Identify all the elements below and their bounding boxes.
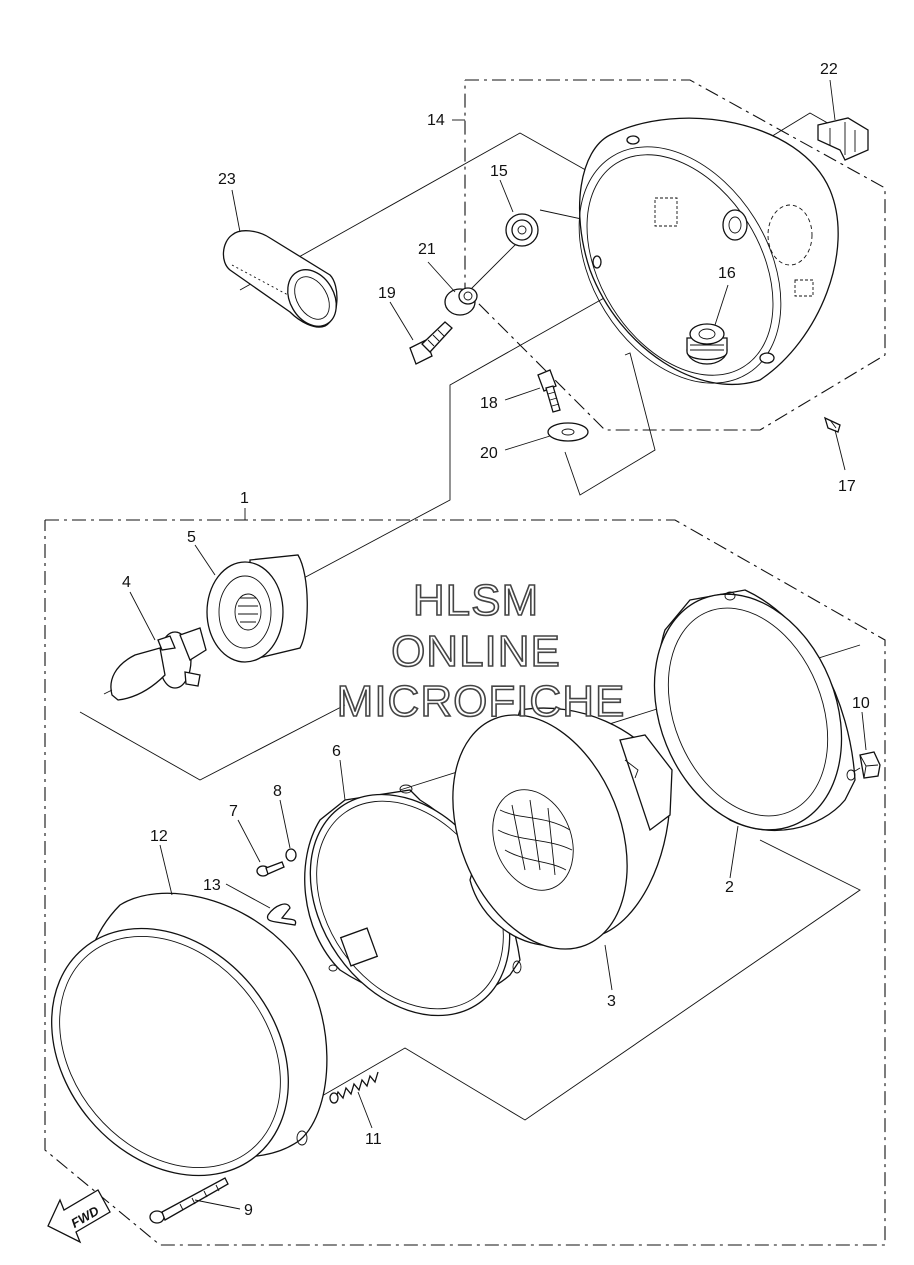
- watermark: HLSM ONLINE MICROFICHE: [336, 575, 626, 727]
- callout-leaders: [129, 79, 867, 1210]
- callout-1: 1: [240, 490, 249, 507]
- screw-17: [823, 416, 841, 433]
- callout-6: 6: [332, 743, 341, 760]
- callout-9: 9: [244, 1202, 253, 1219]
- fwd-arrow-icon: FWD: [47, 1189, 111, 1244]
- leader-line-5: [299, 257, 676, 581]
- headlight-housing: [578, 117, 839, 385]
- callout-18: 18: [480, 395, 498, 412]
- reflector-unit: [452, 707, 673, 950]
- headlight-assembly-boundary: [44, 519, 886, 1246]
- protective-boot: [222, 230, 338, 328]
- watermark-line-3: MICROFICHE: [337, 677, 626, 726]
- callout-7: 7: [229, 803, 238, 820]
- callout-4: 4: [122, 574, 131, 591]
- leader-line-21: [469, 239, 521, 291]
- adjusting-spring: [329, 1071, 379, 1104]
- callout-22: 22: [820, 61, 838, 78]
- washer-20: [547, 422, 589, 442]
- clamp: [817, 117, 869, 161]
- callout-3: 3: [607, 993, 616, 1010]
- spring-clip: [266, 903, 297, 926]
- callout-13: 13: [203, 877, 221, 894]
- nut-10: [859, 751, 881, 779]
- callout-8: 8: [273, 783, 282, 800]
- callout-21: 21: [418, 241, 436, 258]
- housing-assembly-boundary: [464, 79, 886, 431]
- watermark-line-1: HLSM: [413, 576, 539, 625]
- leader-line-2: [314, 839, 861, 1121]
- leader-line-4: [79, 704, 346, 781]
- adjusting-screw: [149, 1177, 229, 1224]
- headlight-rim: [51, 892, 328, 1177]
- leader-line-18-20: [564, 352, 656, 496]
- callout-17: 17: [838, 478, 856, 495]
- callout-10: 10: [852, 695, 870, 712]
- callout-15: 15: [490, 163, 508, 180]
- bolt-19: [409, 321, 453, 365]
- callout-11: 11: [365, 1131, 382, 1148]
- inner-ring: [653, 589, 856, 832]
- screw-7: [256, 861, 285, 877]
- bulb-socket: [206, 554, 308, 663]
- bolt-18: [537, 369, 561, 413]
- callout-2: 2: [725, 879, 734, 896]
- callout-20: 20: [480, 445, 498, 462]
- callout-16: 16: [718, 265, 736, 282]
- watermark-line-2: ONLINE: [391, 627, 561, 676]
- callout-5: 5: [187, 529, 196, 546]
- callout-12: 12: [150, 828, 168, 845]
- callout-14: 14: [427, 112, 445, 129]
- collar: [444, 287, 478, 316]
- callout-23: 23: [218, 171, 236, 188]
- rubber-grommet: [505, 213, 539, 247]
- washer-8: [285, 848, 297, 862]
- callout-19: 19: [378, 285, 396, 302]
- halogen-bulb: [103, 627, 207, 701]
- grommet: [686, 323, 728, 365]
